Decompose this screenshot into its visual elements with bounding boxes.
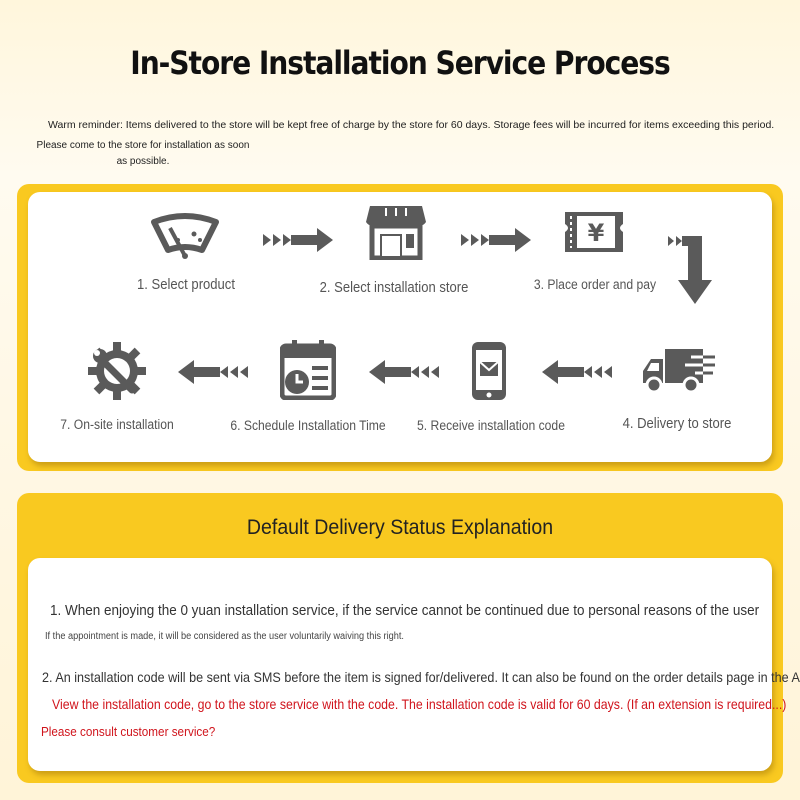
step-label-3: 3. Place order and pay [533,277,657,292]
status-item-2: 2. An installation code will be sent via… [42,669,800,685]
warm-reminder-continued: Please come to the store for installatio… [36,140,250,167]
warm-reminder: Warm reminder: Items delivered to the st… [48,119,775,131]
status-panel-title: Default Delivery Status Explanation [246,516,554,539]
phone-message-icon [470,340,508,402]
arrow-left-icon [176,358,248,386]
page-title: In-Store Installation Service Process [130,44,671,82]
calendar-clock-icon [280,340,336,400]
arrow-down-icon [668,234,714,306]
yuan-ticket-icon: ¥ [563,208,625,256]
arrow-right-icon [461,226,533,254]
arrow-left-icon [540,358,612,386]
status-item-2-alert: View the installation code, go to the st… [52,696,787,712]
delivery-truck-icon [641,347,717,395]
svg-text:¥: ¥ [588,219,605,247]
step-label-7: 7. On-site installation [60,417,174,432]
step-label-2: 2. Select installation store [319,280,469,296]
step-label-6: 6. Schedule Installation Time [230,418,386,433]
step-label-1: 1. Select product [137,277,235,293]
status-item-1-note: If the appointment is made, it will be c… [45,631,404,642]
wiper-icon [150,212,220,262]
arrow-left-icon [367,358,439,386]
step-label-5: 5. Receive installation code [417,418,565,433]
status-panel [28,558,772,771]
store-icon [366,204,426,260]
status-item-2-alert-cont: Please consult customer service? [41,724,216,739]
arrow-right-icon [263,226,335,254]
gear-wrench-icon [86,340,148,402]
step-label-4: 4. Delivery to store [622,416,732,432]
status-item-1: 1. When enjoying the 0 yuan installation… [50,603,760,619]
